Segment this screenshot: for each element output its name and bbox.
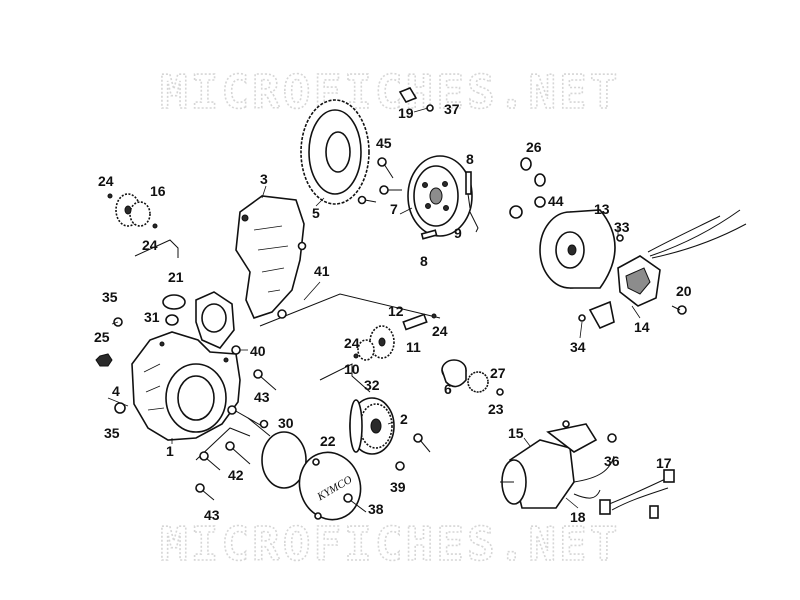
callout-3: 3 — [260, 171, 268, 187]
callout-8a: 8 — [466, 151, 474, 167]
part-bolt-39 — [395, 433, 431, 471]
part-stator — [539, 209, 616, 289]
part-stator-wires — [647, 209, 747, 259]
part-o-ring — [261, 431, 307, 489]
callout-13: 13 — [594, 201, 610, 217]
callout-35b: 35 — [104, 425, 120, 441]
callout-43b: 43 — [204, 507, 220, 523]
part-ring-gear — [300, 99, 370, 205]
callout-2: 2 — [400, 411, 408, 427]
callout-9: 9 — [454, 225, 462, 241]
callout-20: 20 — [676, 283, 692, 299]
callout-8b: 8 — [420, 253, 428, 269]
part-coil-assembly — [588, 234, 661, 330]
callout-45: 45 — [376, 135, 392, 151]
callout-11: 11 — [406, 339, 421, 355]
callout-32: 32 — [364, 377, 380, 393]
leader-bracket-10 — [319, 363, 371, 393]
watermark-bottom: MICROFICHES.NET — [160, 517, 620, 571]
leader-bracket-1 — [195, 427, 251, 461]
leader-lines — [107, 107, 665, 509]
callout-21: 21 — [168, 269, 184, 285]
callout-37: 37 — [444, 101, 460, 117]
callout-31: 31 — [144, 309, 160, 325]
callout-5: 5 — [312, 205, 320, 221]
callout-12: 12 — [388, 303, 404, 319]
callout-38: 38 — [368, 501, 384, 517]
part-starter-clutch — [349, 397, 395, 455]
callout-24c: 24 — [432, 323, 448, 339]
part-bearing — [441, 359, 504, 396]
callout-25: 25 — [94, 329, 110, 345]
callout-16: 16 — [150, 183, 166, 199]
callout-18: 18 — [570, 509, 586, 525]
part-starter-gear — [107, 193, 158, 229]
callout-17: 17 — [656, 455, 672, 471]
callout-24a: 24 — [98, 173, 114, 189]
part-flywheel-rotor — [407, 155, 473, 237]
part-stator-cover — [235, 195, 305, 319]
part-kymco-cover: KYMCO — [298, 451, 367, 521]
part-wire-harness — [599, 469, 675, 519]
part-bolts-45 — [357, 157, 402, 205]
leader-bracket-21 — [134, 239, 179, 258]
callout-44: 44 — [548, 193, 564, 209]
callout-19: 19 — [398, 105, 414, 121]
callout-33: 33 — [614, 219, 630, 235]
callout-23: 23 — [488, 401, 504, 417]
callout-39: 39 — [390, 479, 406, 495]
part-left-crankcase-cover — [131, 291, 241, 441]
callout-10: 10 — [344, 361, 360, 377]
callout-35a: 35 — [102, 289, 118, 305]
callout-labels: 1 2 3 4 5 6 7 8 8 9 10 11 12 13 14 15 16… — [94, 101, 692, 525]
callout-4: 4 — [112, 383, 120, 399]
callout-41: 41 — [314, 263, 330, 279]
callout-22: 22 — [320, 433, 336, 449]
callout-30: 30 — [278, 415, 294, 431]
part-key-19 — [398, 87, 434, 112]
callout-24d: 24 — [344, 335, 360, 351]
part-starter-motor — [500, 420, 617, 509]
part-pins-8-9 — [420, 171, 479, 240]
part-left-small-hardware — [95, 294, 186, 414]
callout-1: 1 — [166, 443, 174, 459]
part-stator-hardware — [509, 157, 687, 322]
callout-42: 42 — [228, 467, 244, 483]
callout-7: 7 — [390, 201, 398, 217]
callout-43a: 43 — [254, 389, 270, 405]
watermark-top: MICROFICHES.NET — [160, 65, 620, 119]
callout-27: 27 — [490, 365, 506, 381]
callout-15: 15 — [508, 425, 524, 441]
callout-34: 34 — [570, 339, 586, 355]
part-cover-bolts — [195, 241, 307, 501]
callout-26: 26 — [526, 139, 542, 155]
callout-6: 6 — [444, 381, 452, 397]
callout-36: 36 — [604, 453, 620, 469]
callout-14: 14 — [634, 319, 650, 335]
leader-bracket-3-41 — [259, 293, 441, 327]
callout-24b: 24 — [142, 237, 158, 253]
callout-40: 40 — [250, 343, 266, 359]
part-idle-gear — [353, 313, 437, 361]
